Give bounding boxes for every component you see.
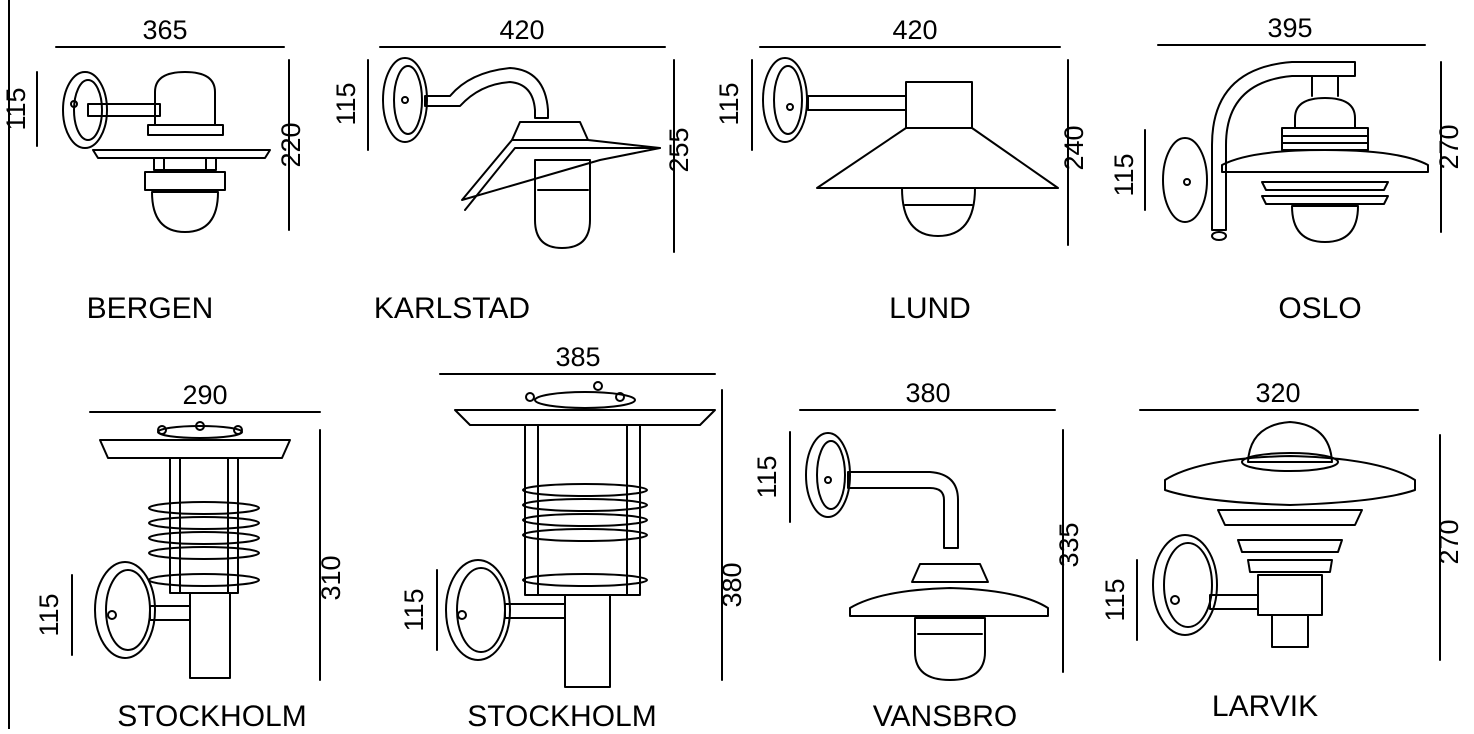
lamp-drawing-stockholm-small [71,411,321,681]
mount-label-lund: 115 [714,82,744,125]
height-label-stockholm-large: 380 [717,562,747,607]
mount-label-oslo: 115 [1109,153,1139,196]
lamp-drawing-lund [751,46,1069,246]
lamp-drawing-oslo [1144,44,1442,243]
height-label-stockholm-small: 310 [316,555,346,600]
width-label-oslo: 395 [1267,13,1312,43]
name-label-bergen: BERGEN [87,292,214,325]
name-label-stockholm-small: STOCKHOLM [117,700,306,729]
height-label-karlstad: 255 [664,127,694,172]
name-label-lund: LUND [889,292,971,325]
name-label-oslo: OSLO [1278,292,1361,325]
wall-plate-icon [62,71,108,149]
height-label-larvik: 270 [1434,519,1464,564]
mount-label-stockholm-small: 115 [34,593,64,636]
mount-label-karlstad: 115 [331,82,361,125]
height-label-lund: 240 [1059,125,1089,170]
width-label-stockholm-small: 290 [182,380,227,410]
lamp-drawing-stockholm-large [436,373,723,688]
height-label-vansbro: 335 [1054,522,1084,567]
lamp-drawing-bergen [36,46,290,233]
width-label-stockholm-large: 385 [555,342,600,372]
height-label-oslo: 270 [1434,124,1464,169]
width-label-karlstad: 420 [499,15,544,45]
lamp-drawing-larvik [1136,409,1441,661]
width-label-larvik: 320 [1255,378,1300,408]
mount-label-vansbro: 115 [752,455,782,498]
name-label-vansbro: VANSBRO [873,700,1017,729]
mount-label-larvik: 115 [1100,578,1130,621]
width-label-vansbro: 380 [905,378,950,408]
mount-label-bergen: 115 [1,87,31,130]
width-label-lund: 420 [892,15,937,45]
name-label-karlstad: KARLSTAD [374,292,530,325]
width-label-bergen: 365 [142,15,187,45]
lamp-drawing-vansbro [789,409,1064,681]
mount-label-stockholm-large: 115 [399,588,429,631]
lamp-drawing-karlstad [367,46,675,253]
height-label-bergen: 220 [276,122,306,167]
name-label-larvik: LARVIK [1212,690,1318,723]
name-label-stockholm-large: STOCKHOLM [467,700,656,729]
